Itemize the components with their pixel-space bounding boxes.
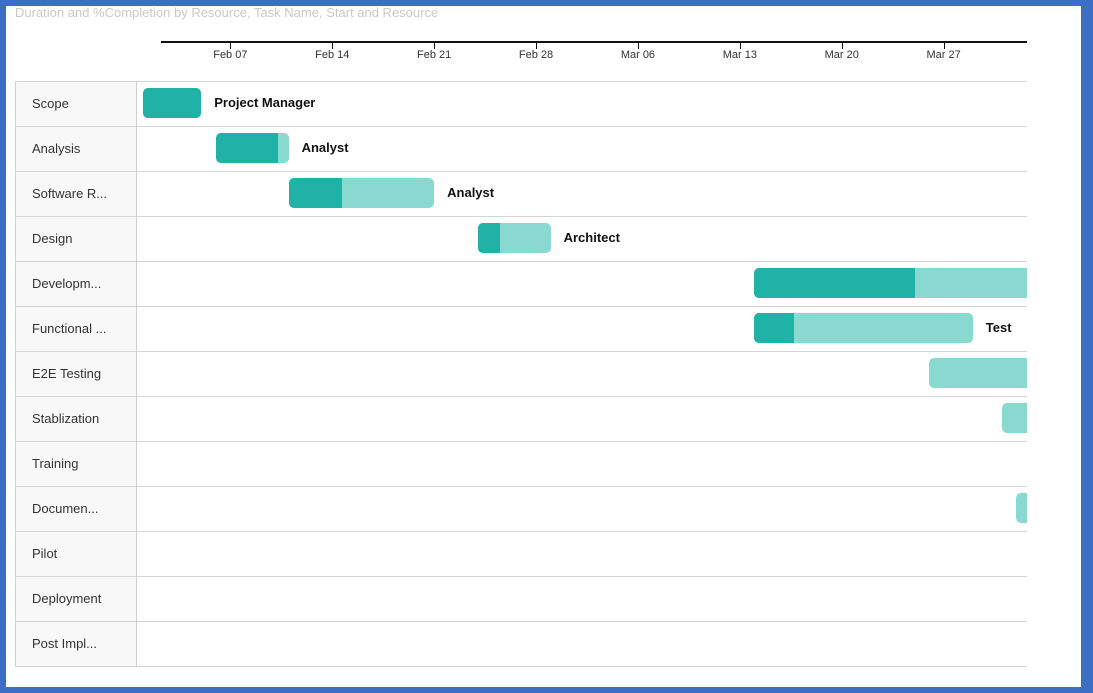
task-row-header[interactable]: E2E Testing — [15, 352, 137, 396]
row-divider — [15, 486, 1027, 487]
task-bar[interactable] — [215, 133, 289, 163]
task-bar-completion — [754, 313, 794, 343]
task-bar-completion — [477, 223, 500, 253]
row-divider — [15, 396, 1027, 397]
task-row-header[interactable]: Software R... — [15, 172, 137, 216]
x-axis-tick — [841, 42, 843, 49]
task-row-header[interactable]: Design — [15, 217, 137, 261]
resource-label: Architect — [563, 230, 620, 245]
task-bar[interactable] — [143, 88, 202, 118]
task-name-label: Design — [32, 231, 73, 246]
row-divider — [15, 261, 1027, 262]
task-row-header[interactable]: Analysis — [15, 127, 137, 171]
task-bar[interactable] — [929, 358, 1027, 388]
task-bar[interactable] — [477, 223, 551, 253]
row-divider — [15, 306, 1027, 307]
task-name-label: Analysis — [32, 141, 81, 156]
x-axis-tick — [637, 42, 639, 49]
x-axis-tick — [739, 42, 741, 49]
x-axis-tick-label: Feb 07 — [213, 49, 248, 61]
x-axis-tick — [943, 42, 945, 49]
task-bar-completion — [288, 178, 343, 208]
task-row-header[interactable]: Training — [15, 442, 137, 486]
row-divider — [15, 666, 1027, 667]
resource-label: Project Manager — [214, 95, 316, 110]
task-name-label: E2E Testing — [32, 366, 102, 381]
task-name-label: Stablization — [32, 411, 100, 426]
task-bar-completion — [215, 133, 278, 163]
row-divider — [15, 441, 1027, 442]
task-row-header[interactable]: Scope — [15, 82, 137, 126]
x-axis-tick-label: Feb 21 — [417, 49, 452, 61]
task-row-header[interactable]: Pilot — [15, 532, 137, 576]
row-divider — [15, 531, 1027, 532]
row-divider — [15, 81, 1027, 82]
x-axis-tick — [230, 42, 232, 49]
task-row-header[interactable]: Documen... — [15, 487, 137, 531]
task-bar[interactable] — [288, 178, 435, 208]
task-bar[interactable] — [1016, 493, 1027, 523]
task-name-label: Deployment — [32, 591, 102, 606]
task-name-label: Post Impl... — [32, 636, 98, 651]
task-row-header[interactable]: Functional ... — [15, 307, 137, 351]
x-axis-tick-label: Feb 14 — [315, 49, 350, 61]
task-name-label: Functional ... — [32, 321, 107, 336]
task-name-label: Scope — [32, 96, 69, 111]
x-axis-tick — [434, 42, 436, 49]
task-name-label: Software R... — [32, 186, 108, 201]
task-bar-completion — [143, 88, 202, 118]
x-axis-tick-label: Mar 06 — [620, 49, 656, 61]
chart-subtitle: Duration and %Completion by Resource, Ta… — [15, 5, 439, 20]
row-divider — [15, 126, 1027, 127]
report-frame: Duration and %Completion by Resource, Ta… — [6, 5, 1081, 687]
x-axis-tick-label: Mar 13 — [722, 49, 757, 61]
gantt-chart: Feb 07 Feb 14 Feb 21 Feb 28 Mar 06 Mar 13 Mar … — [6, 6, 1027, 687]
row-divider — [15, 351, 1027, 352]
task-bar-completion — [754, 268, 915, 298]
x-axis-tick — [536, 42, 538, 49]
task-row-header[interactable]: Deployment — [15, 577, 137, 621]
task-name-label: Pilot — [32, 546, 58, 561]
x-axis-tick-label: Feb 28 — [518, 49, 554, 61]
x-axis-tick-label: Mar 27 — [926, 49, 961, 61]
row-divider — [15, 576, 1027, 577]
resource-label: Test — [985, 320, 1012, 335]
x-axis-line — [161, 41, 1027, 43]
task-name-label: Training — [32, 456, 79, 471]
resource-label: Analyst — [447, 185, 495, 200]
task-row-header[interactable]: Post Impl... — [15, 622, 137, 666]
x-axis-tick — [332, 42, 334, 49]
x-axis-tick-label: Mar 20 — [824, 49, 859, 61]
task-bar[interactable] — [754, 313, 973, 343]
task-name-label: Developm... — [32, 276, 102, 291]
task-name-label: Documen... — [32, 501, 99, 516]
row-divider — [15, 621, 1027, 622]
resource-label: Analyst — [301, 140, 349, 155]
task-bar[interactable] — [754, 268, 1027, 298]
row-divider — [15, 216, 1027, 217]
row-divider — [15, 171, 1027, 172]
task-bar[interactable] — [1001, 403, 1027, 433]
task-row-header[interactable]: Developm... — [15, 262, 137, 306]
task-row-header[interactable]: Stablization — [15, 397, 137, 441]
